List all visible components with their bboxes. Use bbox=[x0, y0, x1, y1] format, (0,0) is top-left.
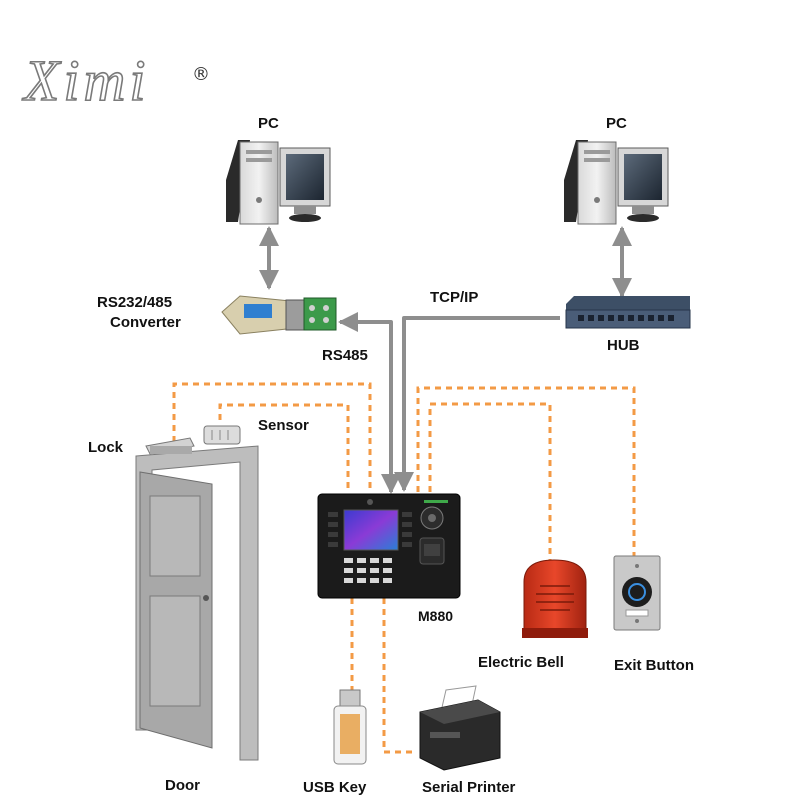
sensor-icon bbox=[203, 425, 241, 445]
pc-icon bbox=[226, 140, 331, 225]
brand-logo: Ximi ® bbox=[21, 47, 210, 114]
rs485-label: RS485 bbox=[322, 347, 368, 364]
hub-icon bbox=[565, 296, 691, 329]
hub-label: HUB bbox=[607, 337, 640, 354]
pc-label-right: PC bbox=[606, 115, 627, 132]
dashed-wires bbox=[172, 382, 636, 754]
converter-icon bbox=[221, 295, 337, 335]
network-links bbox=[259, 226, 632, 494]
pc-icon bbox=[564, 140, 669, 225]
sensor-label: Sensor bbox=[258, 417, 309, 434]
converter-label-line1: RS232/485 bbox=[97, 294, 172, 311]
lock-label: Lock bbox=[88, 439, 124, 456]
serial-printer-icon bbox=[419, 685, 501, 771]
usb-key-label: USB Key bbox=[303, 779, 367, 796]
registered-mark: ® bbox=[192, 64, 210, 85]
door-icon bbox=[135, 445, 259, 761]
electric-bell-icon bbox=[522, 559, 588, 638]
converter-label-line2: Converter bbox=[110, 314, 181, 331]
time-attendance-device-icon bbox=[317, 493, 461, 599]
usb-key-icon bbox=[333, 689, 367, 765]
logo-text: Ximi bbox=[22, 48, 150, 113]
tcpip-label: TCP/IP bbox=[430, 289, 478, 306]
door-label: Door bbox=[165, 777, 200, 794]
device-model-label: M880 bbox=[418, 608, 453, 624]
serial-printer-label: Serial Printer bbox=[422, 779, 516, 796]
electric-bell-label: Electric Bell bbox=[478, 654, 564, 671]
lock-icon bbox=[145, 437, 195, 455]
exit-button-icon bbox=[613, 555, 661, 631]
exit-button-label: Exit Button bbox=[614, 657, 694, 674]
pc-label-left: PC bbox=[258, 115, 279, 132]
